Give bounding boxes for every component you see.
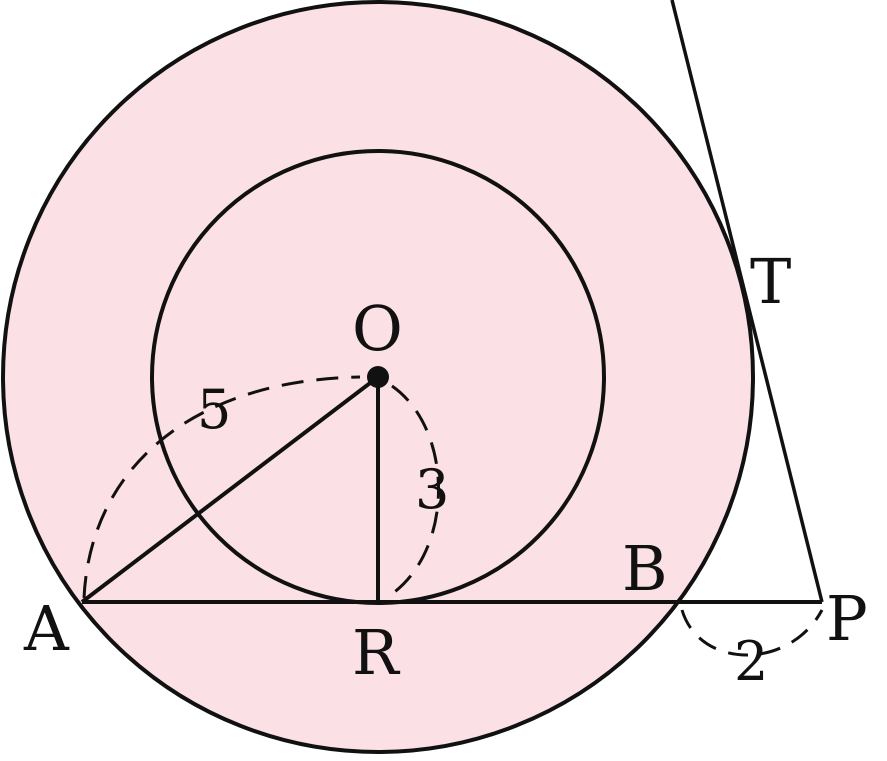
label-point-a: A [23, 592, 70, 665]
label-length-bp: 2 [734, 630, 768, 693]
center-point-o [367, 366, 389, 388]
dashed-arc-or [385, 384, 440, 600]
dashed-arc-bp [680, 609, 824, 657]
dashed-arc-ao [82, 375, 361, 599]
label-point-r: R [352, 616, 401, 689]
label-length-ao: 5 [197, 378, 231, 441]
segment-oa [80, 375, 380, 604]
label-point-p: P [826, 582, 868, 655]
label-length-or: 3 [415, 458, 449, 521]
tangent-line-pt [670, 0, 824, 603]
label-point-b: B [622, 532, 668, 605]
label-point-t: T [750, 245, 791, 318]
label-point-o: O [352, 292, 403, 365]
